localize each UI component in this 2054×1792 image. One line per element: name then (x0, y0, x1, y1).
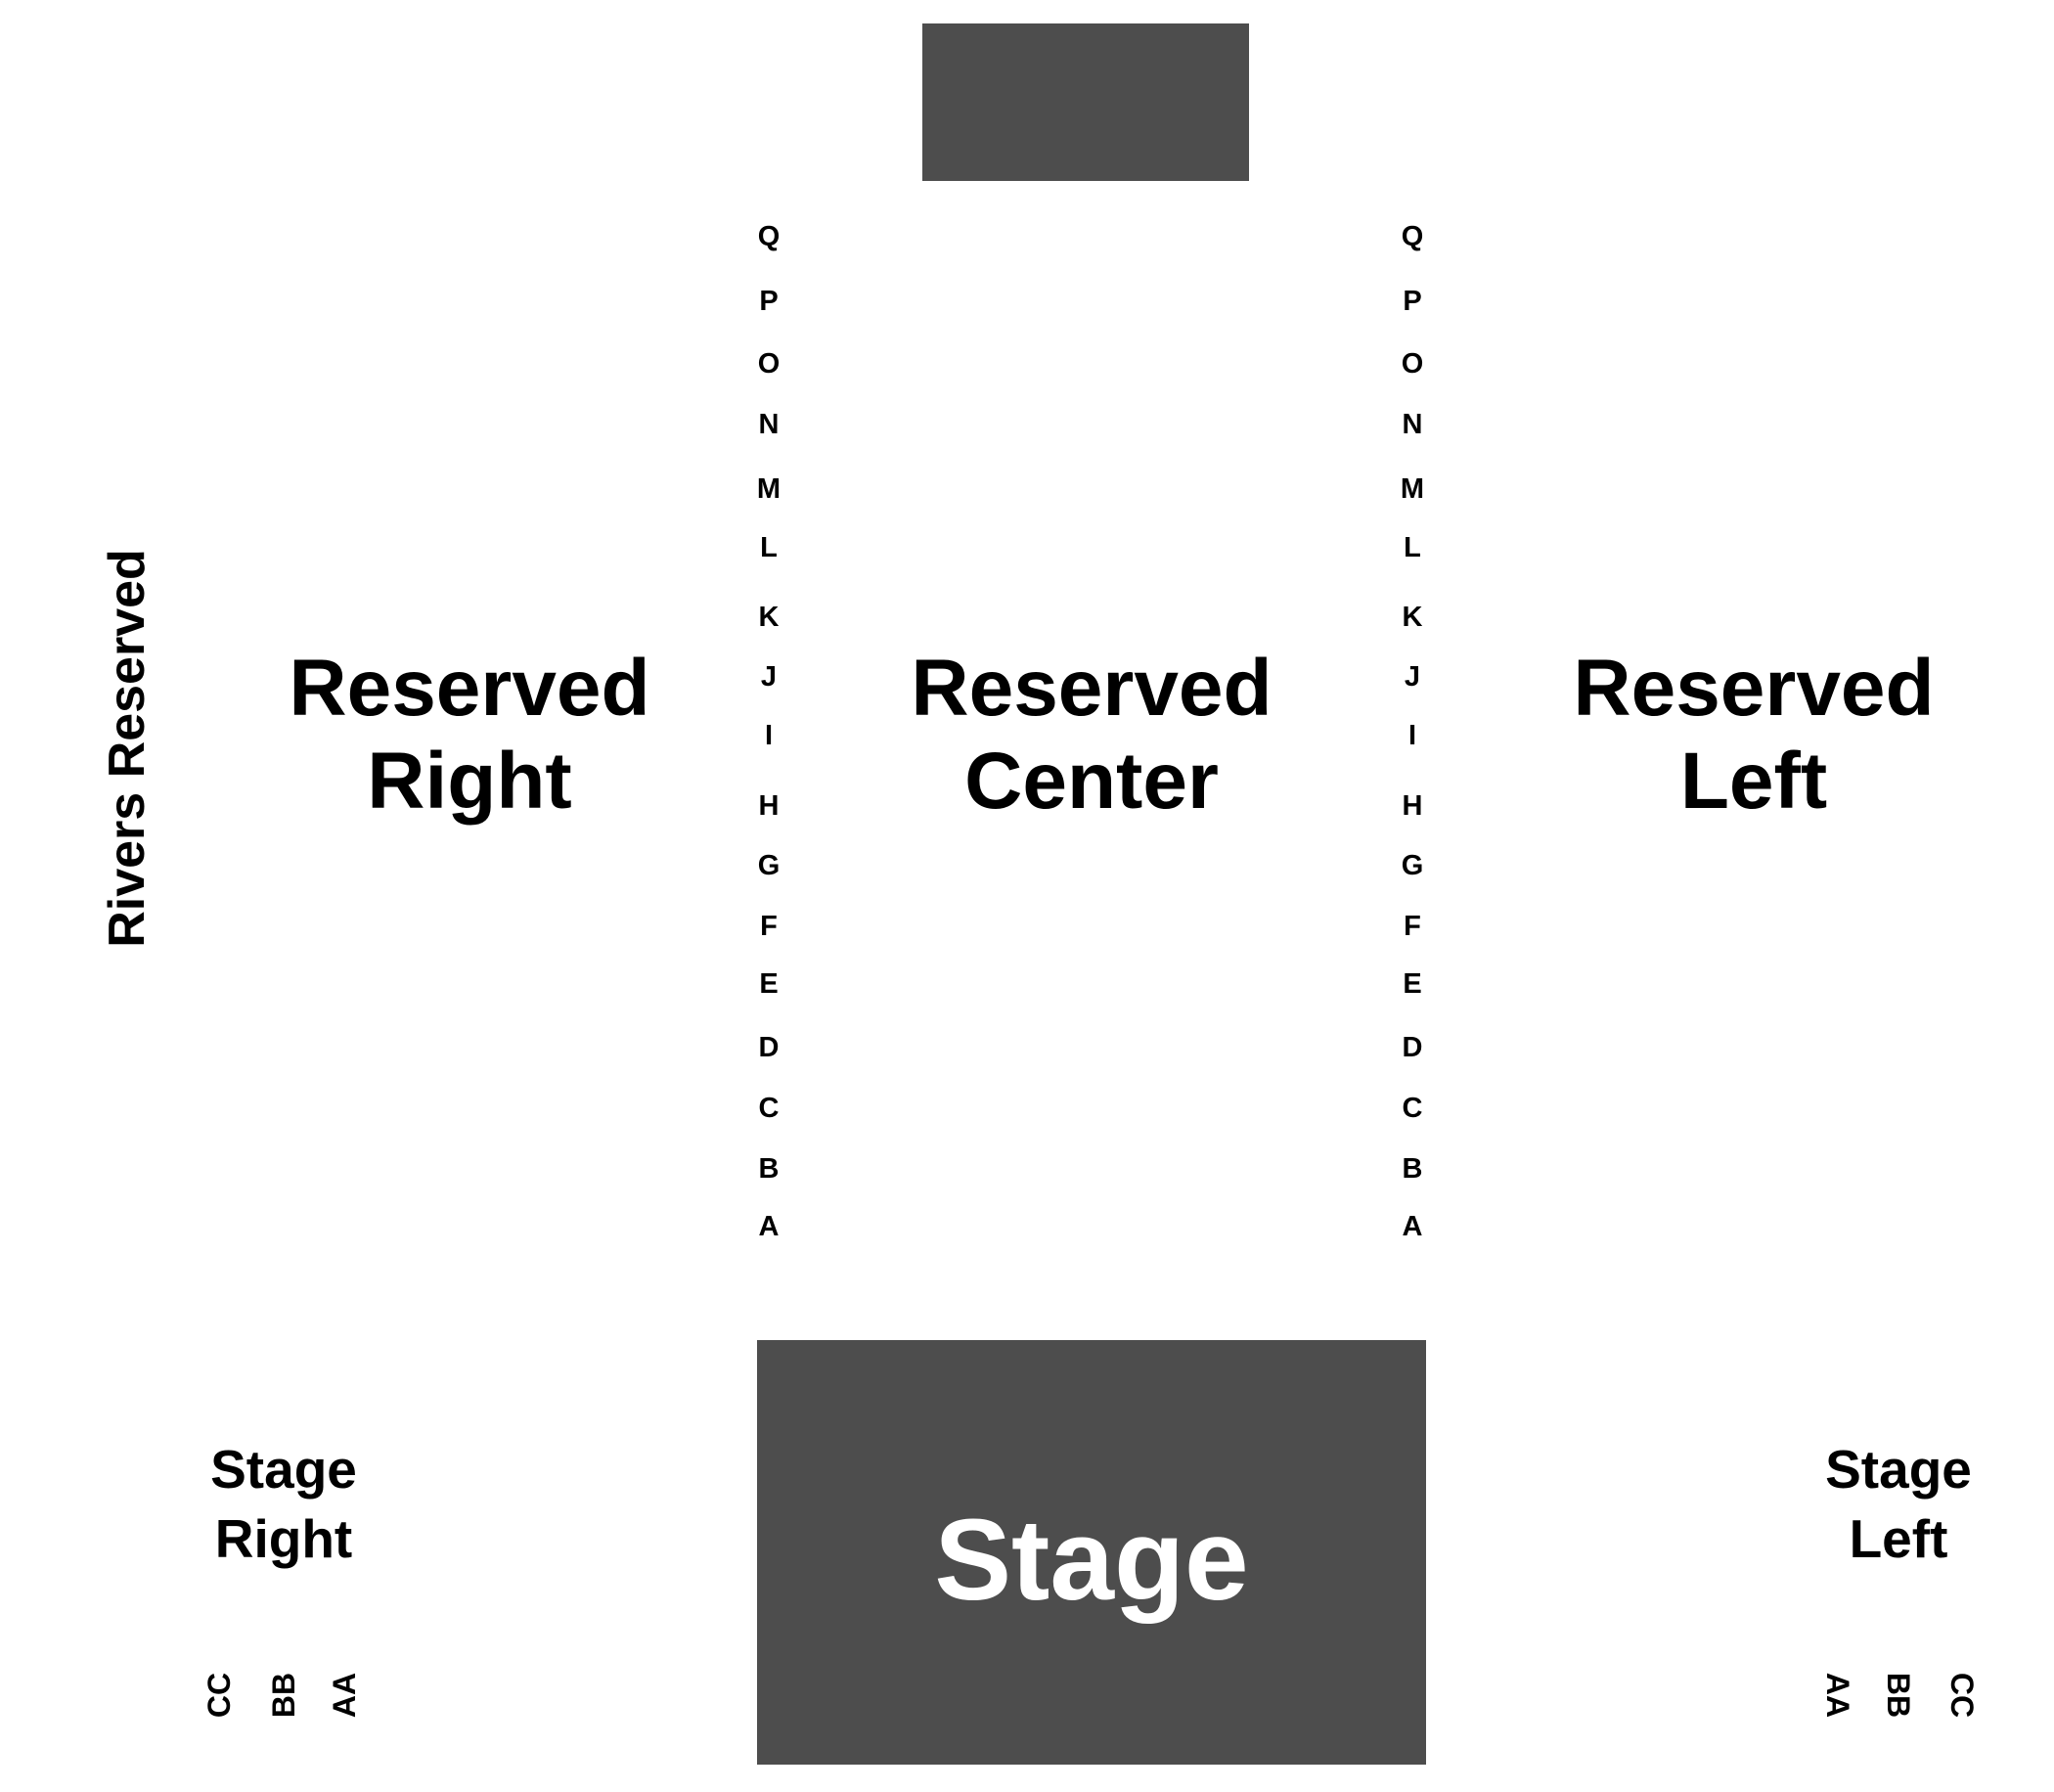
row-label: Q (1401, 221, 1424, 252)
row-label: B (758, 1153, 780, 1185)
section-reserved-right[interactable]: Reserved Right (245, 649, 694, 834)
section-label-line: Right (367, 737, 572, 826)
row-label: K (1402, 602, 1423, 633)
row-label: G (1401, 850, 1424, 881)
row-label: G (757, 850, 781, 881)
section-reserved-left[interactable]: Reserved Left (1529, 649, 1979, 834)
row-label: B (1402, 1153, 1423, 1185)
stage-right-row-label: BB (266, 1672, 301, 1719)
row-label: J (1404, 661, 1421, 693)
section-reserved-center[interactable]: Reserved Center (867, 649, 1317, 834)
section-rivers-reserved[interactable]: Rivers Reserved (99, 549, 156, 948)
row-label: F (760, 911, 778, 942)
row-label: I (764, 720, 774, 751)
row-label: D (758, 1032, 780, 1063)
row-label: I (1407, 720, 1417, 751)
stage-right-row-label: CC (201, 1672, 237, 1719)
row-label: Q (757, 221, 781, 252)
row-label: J (760, 661, 778, 693)
row-label: C (1402, 1093, 1423, 1124)
row-label: A (1402, 1211, 1423, 1242)
stage-label: Stage (934, 1496, 1249, 1625)
row-label: H (1402, 790, 1423, 822)
row-label: D (1402, 1032, 1423, 1063)
section-label-line: Stage (210, 1439, 357, 1500)
section-label-line: Left (1849, 1508, 1948, 1569)
row-label: N (758, 409, 780, 440)
stage-right-row-label: AA (327, 1672, 362, 1719)
section-label-line: Reserved (911, 644, 1273, 733)
row-label: L (760, 532, 778, 563)
row-label: H (758, 790, 780, 822)
stage-left-row-label: BB (1881, 1672, 1916, 1719)
row-label: N (1402, 409, 1423, 440)
section-label-line: Reserved (1573, 644, 1935, 733)
row-label: C (758, 1093, 780, 1124)
row-label: P (1403, 286, 1422, 317)
section-label-line: Left (1679, 737, 1828, 826)
stage-left-row-label: AA (1820, 1672, 1855, 1719)
row-label: M (756, 473, 781, 505)
row-label: O (1401, 348, 1424, 380)
row-label: L (1404, 532, 1421, 563)
section-stage-right[interactable]: Stage Right (137, 1443, 430, 1582)
row-label: E (1403, 968, 1422, 1000)
section-label-line: Center (964, 737, 1219, 826)
row-label: E (759, 968, 779, 1000)
control-booth-block (922, 23, 1249, 181)
section-stage-left[interactable]: Stage Left (1752, 1443, 2045, 1582)
row-label: O (757, 348, 781, 380)
row-label: P (759, 286, 779, 317)
stage-left-row-label: CC (1944, 1672, 1980, 1719)
row-label: K (758, 602, 780, 633)
row-label: F (1404, 911, 1421, 942)
section-label-line: Reserved (289, 644, 650, 733)
row-label: M (1400, 473, 1425, 505)
row-label: A (758, 1211, 780, 1242)
section-label-line: Stage (1825, 1439, 1972, 1500)
section-label-line: Right (214, 1508, 353, 1569)
stage-block: Stage (757, 1340, 1426, 1765)
